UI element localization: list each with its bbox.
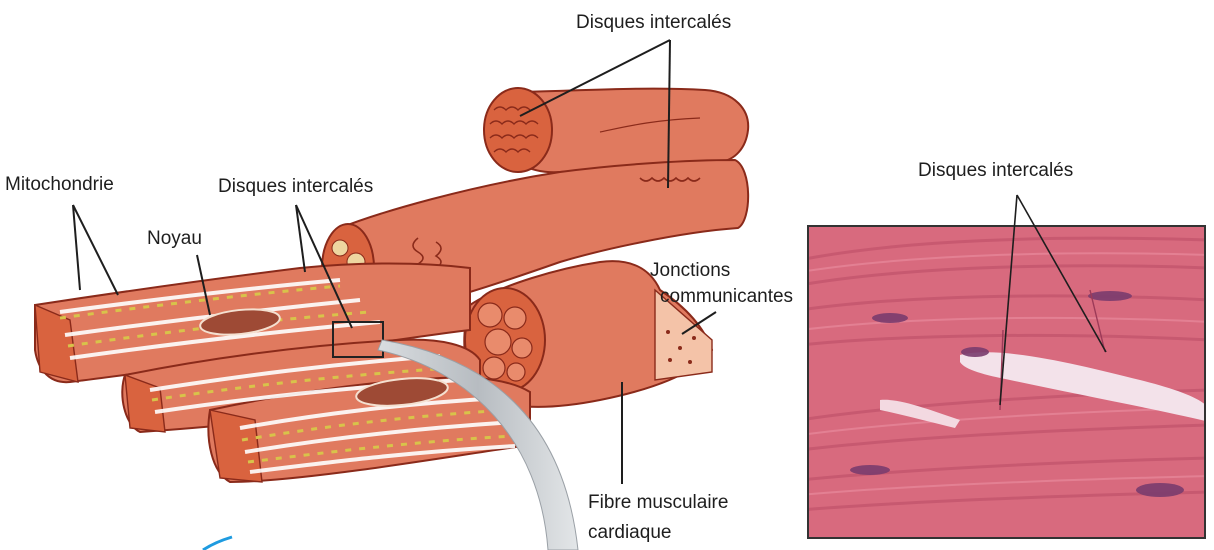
histology-micrograph-image — [800, 226, 1210, 538]
label-fibre-1: Fibre musculaire — [588, 492, 728, 514]
label-jonctions-1: Jonctions — [650, 260, 730, 282]
label-fibre-2: cardiaque — [588, 522, 671, 544]
label-disques-mid: Disques intercalés — [218, 176, 373, 198]
label-disques-micrograph: Disques intercalés — [918, 160, 1073, 182]
label-disques-top: Disques intercalés — [576, 12, 731, 34]
label-jonctions-2: communicantes — [660, 286, 793, 308]
label-noyau: Noyau — [147, 228, 202, 250]
accent-stroke — [203, 537, 232, 550]
label-mitochondrie: Mitochondrie — [5, 174, 114, 196]
